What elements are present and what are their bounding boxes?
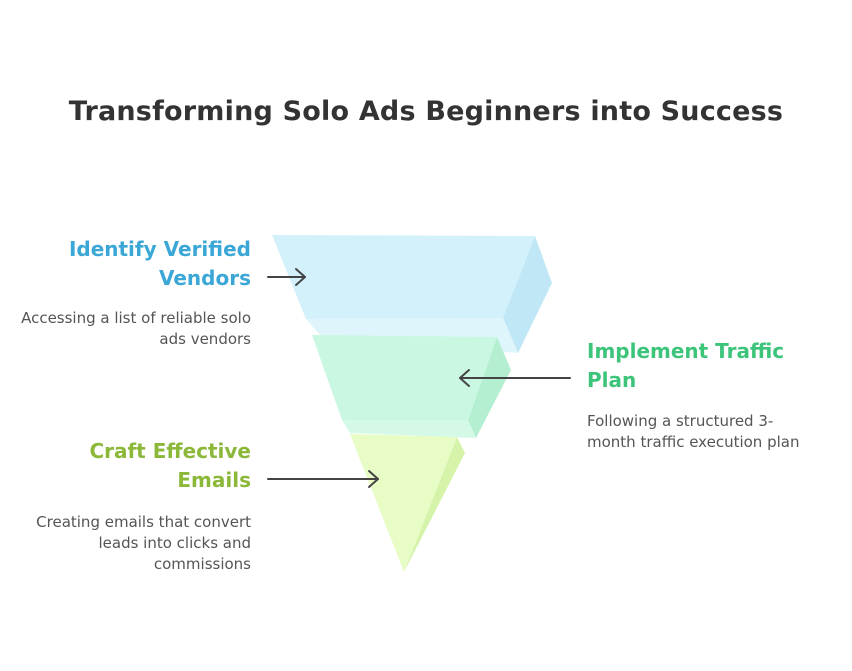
stage-3-heading: Craft Effective Emails	[89, 439, 251, 492]
funnel-stage-1-front	[272, 235, 535, 319]
arrow-stage-1	[267, 268, 306, 286]
funnel-stage-2-front	[312, 335, 497, 420]
stage-1-heading: Identify Verified Vendors	[68, 237, 251, 290]
funnel-stage-2-side	[468, 337, 511, 438]
page-title: Transforming Solo Ads Beginners into Suc…	[68, 96, 784, 127]
funnel-stage-2-bottom	[342, 420, 476, 438]
funnel-stage-1-side	[503, 236, 552, 353]
funnel-stage-3-side	[404, 437, 465, 572]
funnel-stage-3	[350, 434, 465, 572]
arrow-stage-3	[267, 470, 379, 488]
stage-2-heading: Implement Traffic Plan	[587, 339, 785, 392]
stage-3-description: Creating emails that convert leads into …	[36, 513, 251, 573]
funnel-stage-3-front	[350, 434, 457, 572]
funnel-stage-2	[312, 335, 511, 438]
stage-2-description: Following a structured 3-month traffic e…	[587, 412, 800, 451]
arrow-stage-2	[459, 369, 571, 387]
stage-1-description: Accessing a list of reliable solo ads ve…	[21, 309, 251, 348]
